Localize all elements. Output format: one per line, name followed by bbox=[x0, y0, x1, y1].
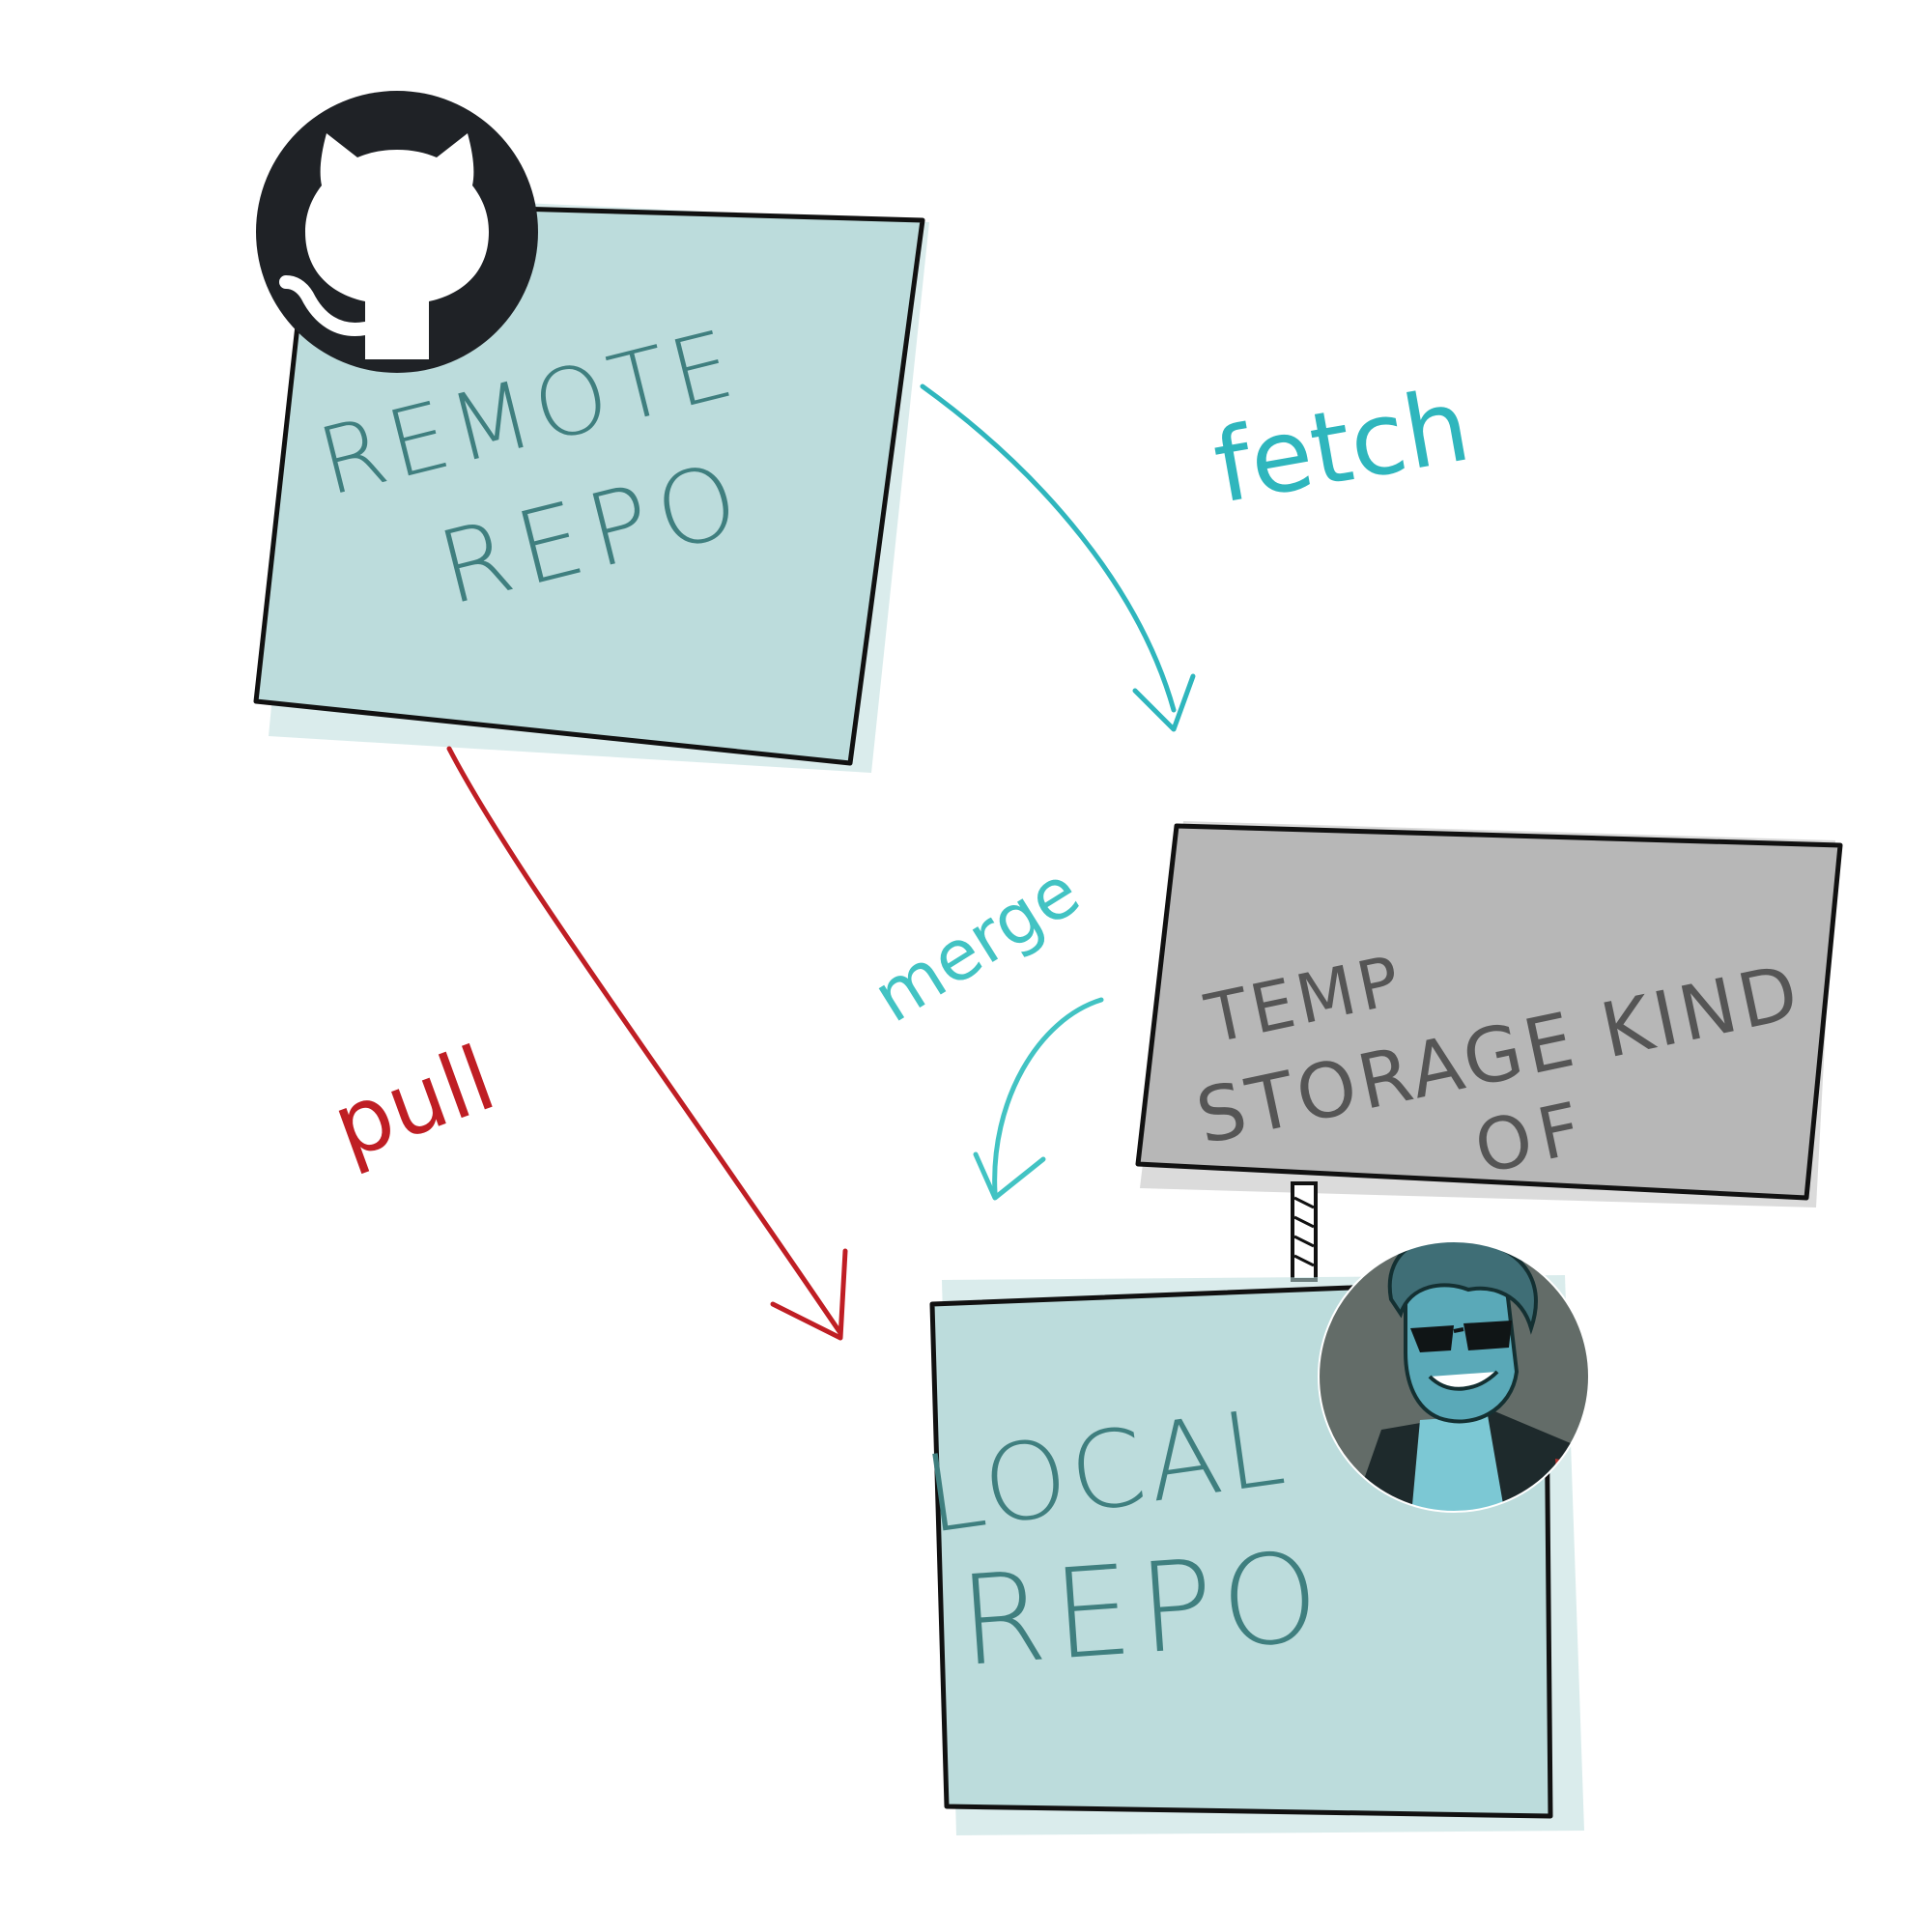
pull-label: pull bbox=[320, 1027, 507, 1179]
fetch-label: fetch bbox=[1206, 366, 1478, 526]
merge-arrow bbox=[973, 997, 1104, 1201]
storage-connector-rope bbox=[1291, 1181, 1318, 1282]
temp-storage-box: TEMP STORAGE KIND OF bbox=[1135, 821, 1843, 1208]
fetch-arrow bbox=[920, 384, 1196, 732]
github-octocat-icon bbox=[256, 91, 538, 373]
pull-arrow bbox=[446, 746, 848, 1341]
merge-label: merge bbox=[859, 850, 1093, 1038]
temp-storage-body bbox=[1135, 823, 1843, 1201]
local-repo-label-line2: REPO bbox=[955, 1525, 1331, 1694]
